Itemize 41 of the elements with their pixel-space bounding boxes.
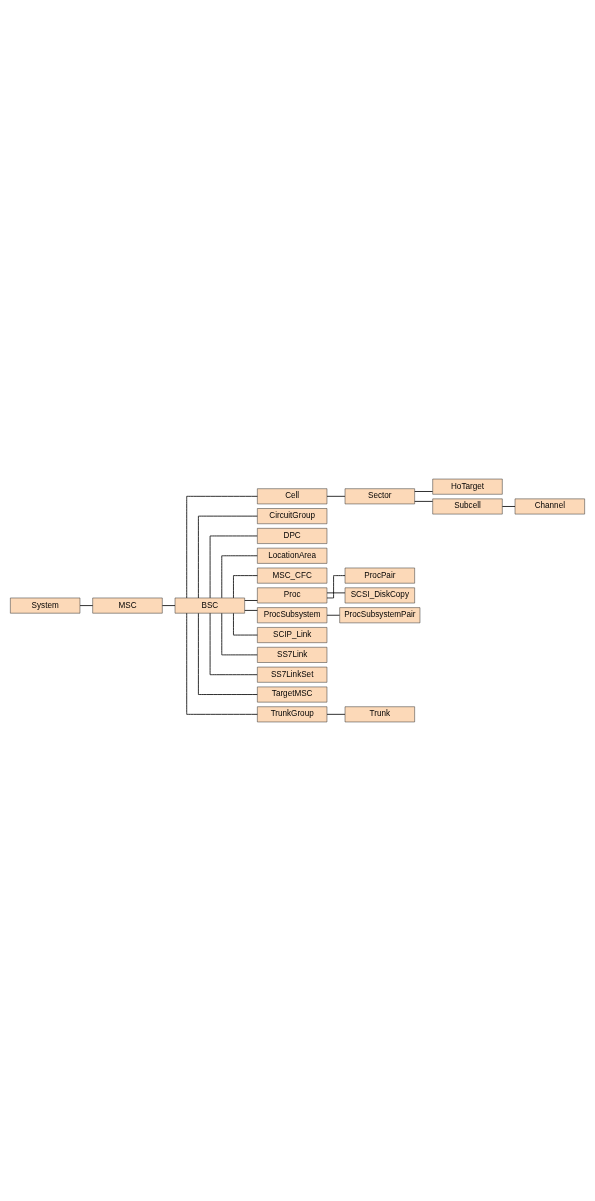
node-box: Proc bbox=[257, 587, 328, 604]
node-box: ProcPair bbox=[344, 567, 415, 584]
connector bbox=[326, 575, 346, 599]
node-box: SCIP_Link bbox=[257, 627, 328, 643]
connector bbox=[186, 495, 258, 599]
node-box: HoTarget bbox=[432, 478, 503, 495]
connector bbox=[326, 713, 346, 715]
connector bbox=[162, 605, 176, 606]
connector bbox=[198, 515, 258, 599]
node-box: Subcell bbox=[432, 498, 503, 515]
connector bbox=[209, 612, 258, 676]
connector bbox=[244, 610, 258, 611]
node-box: Cell bbox=[257, 488, 328, 505]
connector bbox=[233, 575, 258, 599]
node-box: ProcSubsystem bbox=[257, 607, 328, 624]
node-box: SCSI_DiskCopy bbox=[344, 587, 415, 604]
node-box: Sector bbox=[344, 488, 415, 505]
connector bbox=[79, 605, 94, 606]
node-box: DPC bbox=[257, 528, 328, 544]
node-box: MSC_CFC bbox=[257, 567, 328, 584]
node-box: TrunkGroup bbox=[257, 706, 328, 723]
node-box: SS7LinkSet bbox=[257, 666, 328, 683]
node-box: SS7Link bbox=[257, 647, 328, 663]
connector bbox=[198, 612, 258, 695]
node-box: Channel bbox=[514, 498, 585, 515]
node-box: ProcSubsystemPair bbox=[339, 607, 421, 624]
node-box: MSC bbox=[92, 597, 163, 614]
connector bbox=[414, 501, 433, 502]
connector bbox=[502, 506, 516, 507]
node-box: LocationArea bbox=[257, 547, 328, 564]
connector bbox=[326, 495, 346, 497]
node-box: Trunk bbox=[344, 706, 415, 723]
node-box: System bbox=[10, 597, 81, 614]
connector bbox=[244, 600, 258, 601]
connector bbox=[186, 612, 258, 715]
connector bbox=[233, 612, 258, 636]
node-box: TargetMSC bbox=[257, 686, 328, 703]
connector bbox=[326, 592, 346, 594]
node-box: BSC bbox=[174, 597, 245, 614]
node-box: CircuitGroup bbox=[257, 508, 328, 524]
connector bbox=[414, 491, 433, 492]
